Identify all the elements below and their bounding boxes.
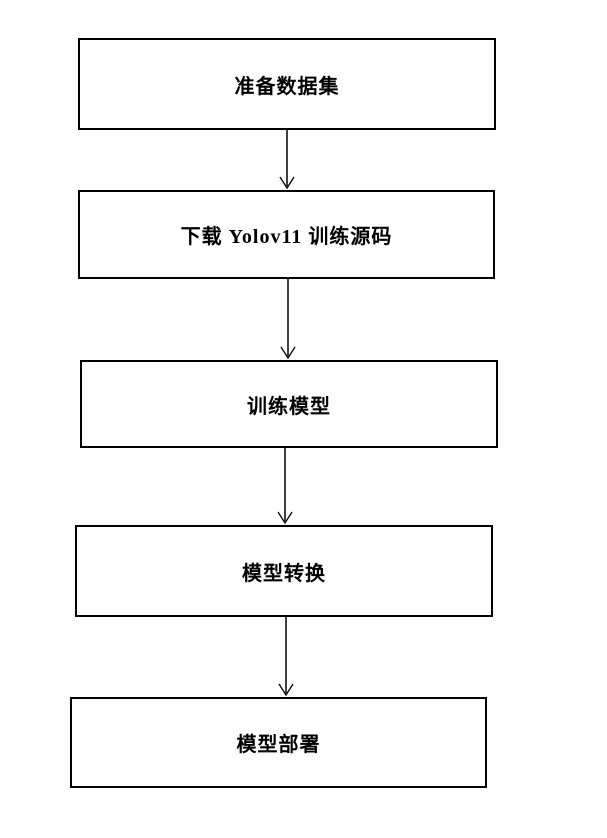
flow-node-prepare-dataset: 准备数据集 bbox=[78, 38, 496, 130]
flow-node-label: 准备数据集 bbox=[234, 75, 340, 98]
flow-node-deploy-model: 模型部署 bbox=[70, 697, 487, 788]
flow-node-label: 下载 Yolov11 训练源码 bbox=[180, 226, 393, 248]
flow-node-convert-model: 模型转换 bbox=[75, 525, 493, 617]
flow-node-label: 训练模型 bbox=[247, 395, 331, 418]
flow-arrow-3 bbox=[277, 448, 293, 525]
flow-node-label: 模型转换 bbox=[242, 562, 326, 585]
flow-node-label: 模型部署 bbox=[236, 734, 321, 756]
flow-arrow-4 bbox=[278, 617, 294, 697]
flow-node-train-model: 训练模型 bbox=[80, 360, 498, 448]
flow-node-download-source: 下载 Yolov11 训练源码 bbox=[78, 190, 495, 279]
flow-arrow-1 bbox=[279, 130, 295, 190]
flow-arrow-2 bbox=[280, 279, 296, 360]
